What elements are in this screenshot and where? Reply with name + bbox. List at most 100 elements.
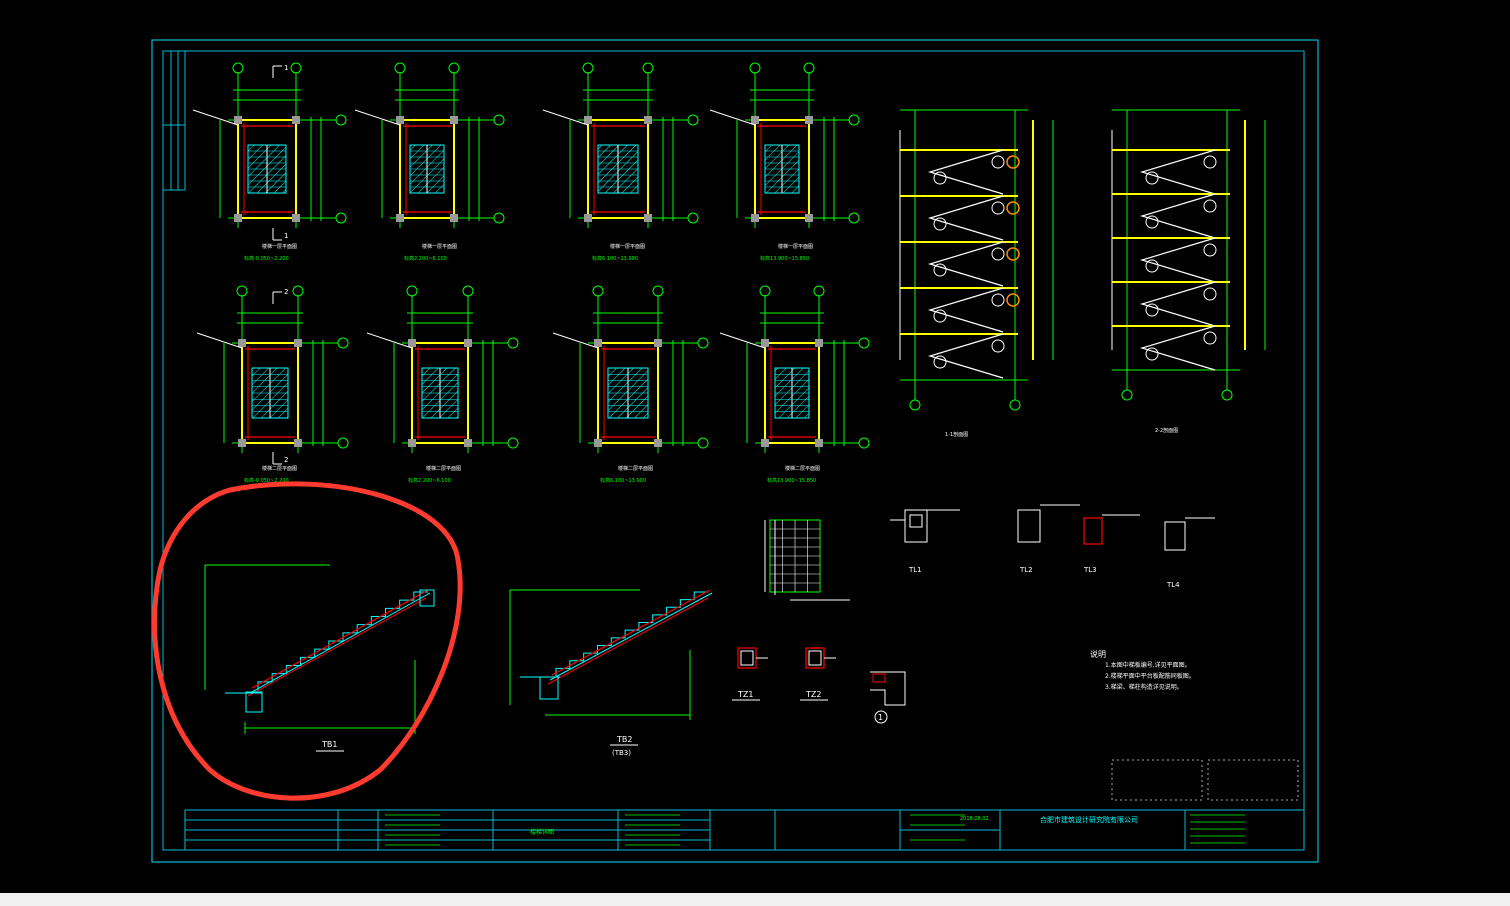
section-bubble [933, 263, 947, 277]
detail-number: 1 [878, 713, 883, 722]
axis-bubble [493, 212, 505, 224]
plan-level: 标高-0.050~2.200 [244, 477, 289, 484]
axis-bubble [337, 437, 349, 449]
stair-plan-views: 楼梯一层平面图标高-0.050~2.200楼梯一层平面图标高2.200~6.10… [192, 62, 870, 484]
column-square [584, 116, 592, 124]
leader-line [354, 109, 401, 126]
leader-line [196, 332, 243, 349]
column-square [751, 116, 759, 124]
column-square [464, 439, 472, 447]
stair-wall [399, 119, 455, 219]
section-bubble [991, 155, 1005, 169]
notes-title: 说明 [1090, 649, 1106, 659]
stair-flight [1139, 325, 1216, 371]
tl1-label: TL1 [908, 566, 922, 574]
section-bubble [1203, 199, 1217, 213]
plan-caption: 楼梯二层平面图 [618, 465, 653, 472]
column-square [408, 439, 416, 447]
tb1-slab-detail: TB1 [204, 564, 435, 752]
axis-bubble [290, 62, 302, 74]
section-bubble [933, 355, 947, 369]
leader-line [366, 332, 413, 349]
axis-bubble [759, 285, 771, 297]
column-square [594, 339, 602, 347]
highlight-bubble [1006, 155, 1020, 169]
section-bubble [933, 171, 947, 185]
axis-bubble [507, 337, 519, 349]
column-square [805, 214, 813, 222]
axis-bubble [848, 114, 860, 126]
design-notes: 说明 1.本图中梯板编号,详见平面图。 2.楼梯平面中平台板配筋同板图。 3.梯… [1090, 649, 1195, 691]
column-square [644, 116, 652, 124]
tz2-label: TZ2 [805, 690, 821, 699]
axis-bubble [582, 62, 594, 74]
column-square [584, 214, 592, 222]
column-square [234, 214, 242, 222]
tz1-label: TZ1 [737, 690, 753, 699]
stair-flight [1139, 193, 1216, 239]
stair-flight [1139, 237, 1216, 283]
column-square [654, 339, 662, 347]
axis-bubble [813, 285, 825, 297]
section-bubble [991, 201, 1005, 215]
stair-flight [927, 195, 1004, 241]
plan-level: 标高13.900~15.850 [760, 255, 809, 262]
axis-bubble [687, 114, 699, 126]
section-bubble [933, 309, 947, 323]
axis-bubble [507, 437, 519, 449]
stair-flight [927, 149, 1004, 195]
tb1-label: TB1 [321, 740, 337, 749]
axis-bubble [406, 285, 418, 297]
axis-bubble [335, 212, 347, 224]
column-square [396, 116, 404, 124]
plan-level: 标高2.200~6.100 [404, 255, 447, 262]
highlight-annotation [151, 481, 463, 801]
section-cut-marks: 1 1 2 2 [272, 64, 288, 465]
note-3: 3.梯梁、梯柱构造详见说明。 [1105, 683, 1183, 691]
tb2-label: TB2 [616, 735, 632, 744]
section-bubble [1203, 243, 1217, 257]
axis-bubble [803, 62, 815, 74]
axis-bubble [697, 337, 709, 349]
stair-section-2: 2-2剖面图 [1111, 109, 1266, 434]
stair-flight [927, 333, 1004, 379]
highlight-bubble [1006, 201, 1020, 215]
signature-placeholders [1111, 759, 1299, 801]
drawing-title: 楼梯详图 [530, 828, 554, 836]
axis-bubble [448, 62, 460, 74]
column-square [238, 339, 246, 347]
column-square [464, 339, 472, 347]
section-bubble [1145, 171, 1159, 185]
stair-wall [237, 119, 297, 219]
leader-line [552, 332, 599, 349]
note-2: 2.楼梯平面中平台板配筋同板图。 [1105, 672, 1195, 680]
company-name: 合肥市建筑设计研究院有限公司 [1040, 815, 1138, 824]
column-square [408, 339, 416, 347]
section-bubble [1203, 331, 1217, 345]
title-block: 楼梯详图 合肥市建筑设计研究院有限公司 2018.08.02 [184, 809, 1305, 851]
column-square [761, 439, 769, 447]
plan-level: 标高-0.050~2.200 [244, 255, 289, 262]
section-mark-bottom-1: 1 [284, 232, 288, 240]
section-bubble [933, 217, 947, 231]
column-square [234, 116, 242, 124]
column-square [594, 439, 602, 447]
tb2-sub-label: (TB3) [612, 749, 631, 757]
axis-bubble [1009, 399, 1021, 411]
tl4-label: TL4 [1166, 581, 1180, 589]
axis-bubble [236, 285, 248, 297]
highlight-bubble [1006, 293, 1020, 307]
section-mark-bottom-2: 2 [284, 456, 288, 464]
stair-wall [597, 342, 659, 444]
axis-bubble [858, 337, 870, 349]
tl3-label: TL3 [1083, 566, 1097, 574]
column-square [805, 116, 813, 124]
column-square [238, 439, 246, 447]
tl2-label: TL2 [1019, 566, 1033, 574]
